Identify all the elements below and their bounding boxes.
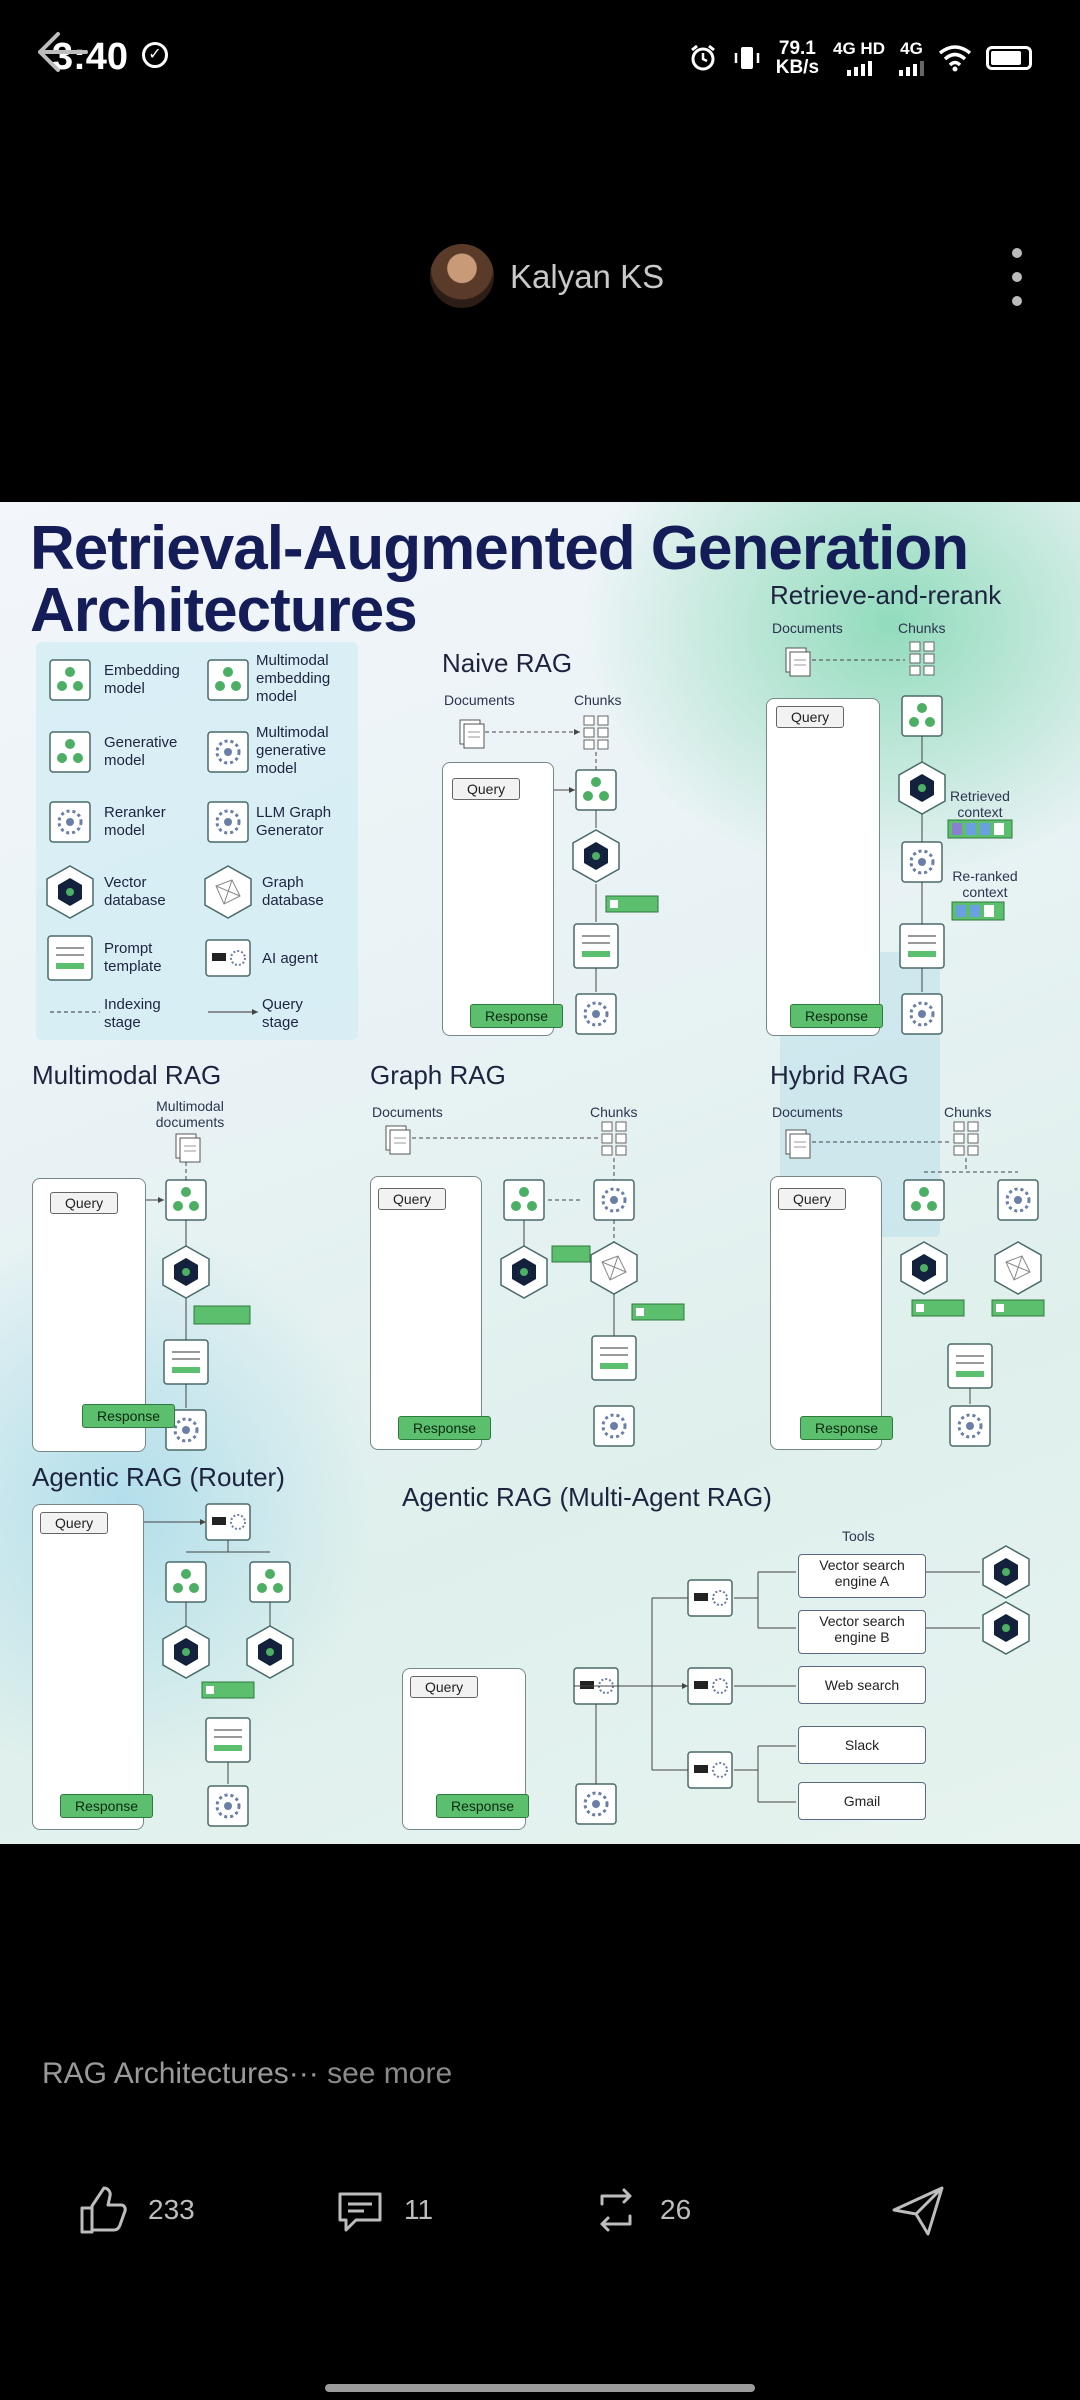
graph-query-panel: [370, 1176, 482, 1450]
label-documents: Documents: [444, 692, 515, 708]
repost-button[interactable]: 26: [588, 2180, 691, 2240]
label-chunks: Chunks: [898, 620, 946, 636]
graph-query: Query: [378, 1188, 447, 1210]
legend-graph-db: Graph database: [262, 874, 324, 909]
thumbs-up-icon: [80, 2186, 127, 2234]
multimodal-query: Query: [50, 1192, 119, 1214]
signal-bars-icon: [899, 61, 924, 76]
section-hybrid-rag: Hybrid RAG: [770, 1060, 909, 1090]
send-icon: [892, 2186, 944, 2236]
status-bar: 3:40 ✓ 79.1 KB/s 4G HD 4G: [0, 0, 1080, 115]
section-retrieve-rerank: Retrieve-and-rerank: [770, 580, 1002, 610]
legend-llm-graph: LLM Graph Generator: [256, 804, 332, 839]
hybrid-response: Response: [800, 1416, 894, 1440]
tool-vector-search-a: Vector search engine A: [798, 1554, 926, 1598]
signal-bars-icon: [833, 61, 885, 76]
comment-button[interactable]: 11: [332, 2180, 433, 2240]
naive-query: Query: [452, 778, 521, 800]
wifi-icon: [938, 45, 972, 72]
legend-vector-db: Vector database: [104, 874, 166, 909]
section-multi-agent: Agentic RAG (Multi-Agent RAG): [402, 1482, 772, 1512]
action-bar: 233 11 26: [0, 2180, 1080, 2260]
tool-web-search: Web search: [798, 1666, 926, 1704]
net-speed: 79.1 KB/s: [775, 38, 820, 78]
legend-generative: Generative model: [104, 734, 178, 769]
see-more-link[interactable]: see more: [327, 2057, 453, 2090]
legend-query-stage: Query stage: [262, 996, 303, 1031]
legend-agent: AI agent: [262, 950, 318, 967]
graph-response: Response: [398, 1416, 492, 1440]
sim1-signal: 4G HD: [833, 40, 885, 76]
legend-multimodal-embedding: Multimodal embedding model: [256, 652, 331, 705]
image-title-line1: Retrieval-Augmented Generation: [30, 514, 969, 583]
label-chunks: Chunks: [590, 1104, 638, 1120]
caption-text: RAG Architectures: [42, 2057, 289, 2090]
label-chunks: Chunks: [574, 692, 622, 708]
repost-count: 26: [660, 2194, 692, 2225]
repost-icon: [600, 2188, 632, 2232]
naive-query-panel: [442, 762, 554, 1036]
alarm-icon: [690, 44, 715, 71]
hybrid-query: Query: [778, 1188, 847, 1210]
label-documents: Documents: [772, 1104, 843, 1120]
tool-gmail: Gmail: [798, 1782, 926, 1820]
comment-count: 11: [404, 2194, 434, 2225]
arrow-left-icon: [38, 32, 88, 72]
image-title-line2: Architectures: [30, 576, 418, 645]
label-documents: Documents: [772, 620, 843, 636]
status-time: 3:40: [52, 36, 129, 78]
multi-agent-response: Response: [436, 1794, 530, 1818]
status-icons: 79.1 KB/s 4G HD 4G: [688, 36, 1032, 80]
label-multimodal-documents: Multimodal documents: [155, 1098, 225, 1130]
legend-indexing: Indexing stage: [104, 996, 161, 1031]
naive-response: Response: [470, 1004, 564, 1028]
section-agentic-router: Agentic RAG (Router): [32, 1462, 285, 1492]
rerank-query-panel: [766, 698, 880, 1036]
label-documents: Documents: [372, 1104, 443, 1120]
back-button[interactable]: [32, 22, 92, 82]
comment-icon: [338, 2192, 382, 2232]
router-response: Response: [60, 1794, 154, 1818]
label-retrieved-context: Retrieved context: [950, 788, 1010, 820]
send-button[interactable]: [888, 2180, 948, 2240]
caption-ellipsis: ···: [288, 2057, 319, 2090]
section-multimodal-rag: Multimodal RAG: [32, 1060, 222, 1090]
rerank-response: Response: [790, 1004, 884, 1028]
sync-check-icon: ✓: [142, 42, 168, 68]
legend-prompt: Prompt template: [104, 940, 162, 975]
label-chunks: Chunks: [944, 1104, 992, 1120]
vibrate-icon: [734, 47, 759, 69]
legend-embedding: Embedding model: [104, 662, 180, 697]
router-query-panel: [32, 1504, 144, 1830]
post-caption[interactable]: RAG Architectures··· see more: [42, 2057, 452, 2091]
tool-vector-search-b: Vector search engine B: [798, 1610, 926, 1654]
multi-agent-query: Query: [410, 1676, 479, 1698]
sim2-signal: 4G: [899, 40, 924, 76]
multimodal-response: Response: [82, 1404, 176, 1428]
home-indicator[interactable]: [325, 2384, 755, 2392]
label-reranked-context: Re-ranked context: [952, 868, 1018, 900]
author-avatar[interactable]: [430, 244, 494, 308]
more-options-button[interactable]: [1000, 248, 1034, 308]
post-image[interactable]: Retrieval-Augmented Generation Architect…: [0, 502, 1080, 1844]
section-graph-rag: Graph RAG: [370, 1060, 506, 1090]
section-naive-rag: Naive RAG: [442, 648, 573, 678]
rerank-query: Query: [776, 706, 845, 728]
legend-multimodal-generative: Multimodal generative model: [256, 724, 329, 777]
battery-icon: [986, 46, 1032, 70]
hybrid-query-panel: [770, 1176, 882, 1450]
tool-slack: Slack: [798, 1726, 926, 1764]
label-tools: Tools: [842, 1528, 875, 1544]
like-button[interactable]: 233: [76, 2180, 195, 2240]
router-query: Query: [40, 1512, 109, 1534]
author-name[interactable]: Kalyan KS: [510, 258, 665, 295]
like-count: 233: [148, 2194, 195, 2225]
legend-reranker: Reranker model: [104, 804, 166, 839]
